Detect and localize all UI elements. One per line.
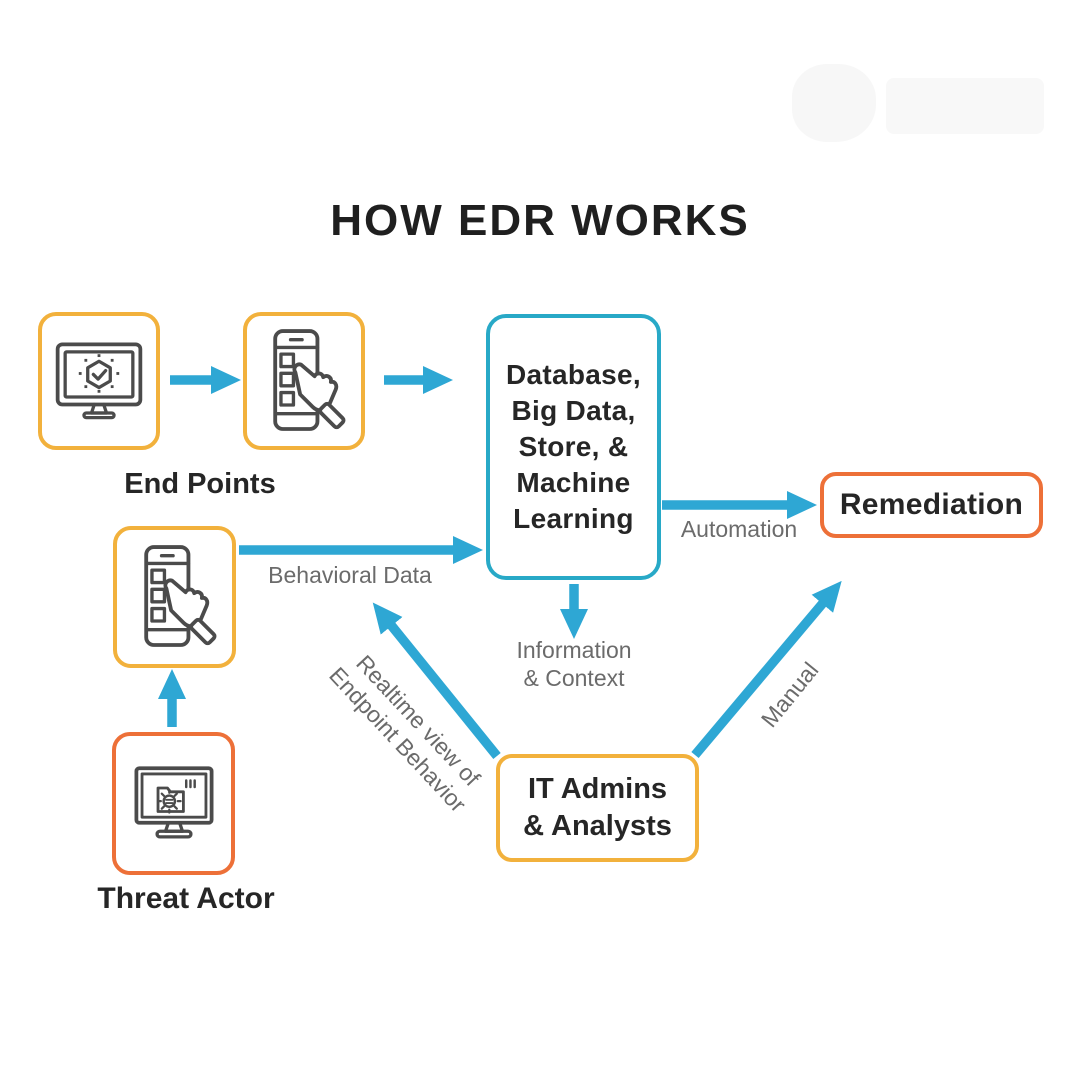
it-admins-box: IT Admins & Analysts <box>496 754 699 862</box>
monitor-shield-check-icon <box>55 342 143 420</box>
information-context-line2: & Context <box>523 665 625 691</box>
information-context-line1: Information <box>516 637 632 663</box>
database-line: Store, & <box>518 431 629 462</box>
database-line: Database, <box>506 359 641 390</box>
automation-label: Automation <box>680 516 798 542</box>
realtime-view-line2: Endpoint Behavior <box>324 661 472 818</box>
it-admins-line1: IT Admins <box>527 773 668 805</box>
endpoint-phone-box <box>243 312 365 450</box>
phone-tap-icon <box>143 545 216 647</box>
compromised-endpoint-box <box>113 526 236 668</box>
threat-actor-caption: Threat Actor <box>97 882 275 915</box>
remediation-box: Remediation <box>820 472 1043 538</box>
behavioral-data-label: Behavioral Data <box>268 562 432 588</box>
database-line: Machine <box>516 467 631 498</box>
watermark-logo-text <box>886 78 1044 134</box>
remediation-label: Remediation <box>839 488 1024 521</box>
database-line: Learning <box>513 503 634 534</box>
database-box: Database, Big Data, Store, & Machine Lea… <box>486 314 661 580</box>
database-line: Big Data, <box>511 395 636 426</box>
endpoint-monitor-box <box>38 312 160 450</box>
threat-actor-box <box>112 732 235 875</box>
manual-label: Manual <box>755 657 824 733</box>
page-title: HOW EDR WORKS <box>330 196 750 245</box>
information-context-label: Information & Context <box>479 636 669 692</box>
phone-tap-icon <box>273 329 346 431</box>
endpoints-caption: End Points <box>124 468 276 500</box>
watermark-logo-icon <box>792 64 876 142</box>
it-admins-line2: & Analysts <box>523 810 672 842</box>
realtime-view-label: Realtime view of Endpoint Behavior <box>309 627 507 833</box>
malware-monitor-icon <box>134 765 213 839</box>
